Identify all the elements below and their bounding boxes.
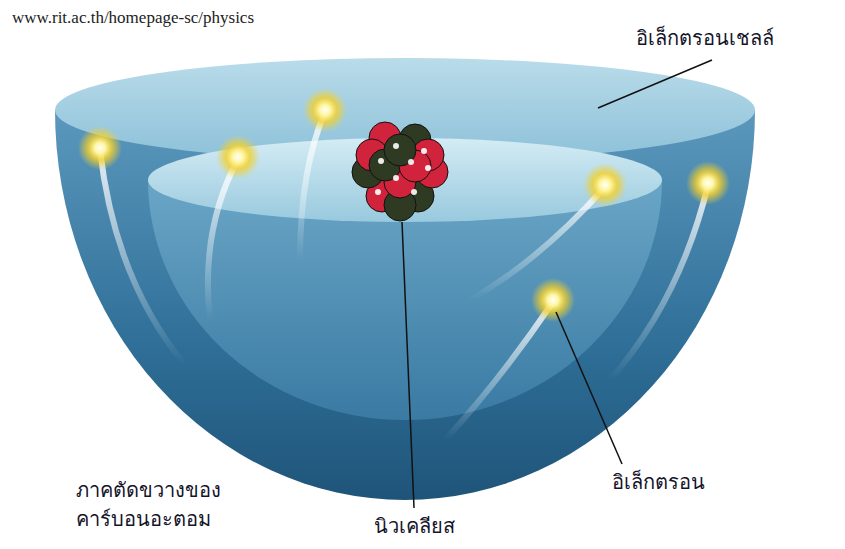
caption-label: ภาคตัดขวางของ คาร์บอนอะตอม [76, 476, 266, 534]
nucleus-highlight [421, 148, 427, 154]
leader-line [402, 222, 414, 508]
part-label: นิวเคลียส [374, 512, 455, 541]
nucleus-highlight [375, 189, 381, 195]
nucleus-highlight [393, 175, 399, 181]
nucleus [384, 134, 416, 166]
part-label: อิเล็กตรอน [612, 468, 705, 497]
nucleus-highlight [411, 189, 417, 195]
electron-tail [100, 150, 185, 365]
electron [583, 163, 627, 207]
electron [78, 126, 122, 170]
electron-tail [208, 159, 238, 320]
leader-line [598, 60, 712, 108]
nucleus-highlight [375, 143, 431, 195]
electron-tail [470, 187, 605, 300]
leader-line [402, 60, 712, 508]
electron-tail [300, 112, 325, 260]
electron [686, 161, 730, 205]
part-label: อิเล็กตรอนเชลล์ [636, 24, 774, 53]
nucleus-highlight [378, 158, 384, 164]
electron [303, 88, 347, 132]
electron-tail [610, 185, 708, 380]
watermark: www.rit.ac.th/homepage-sc/physics [12, 6, 254, 31]
electron [216, 135, 260, 179]
leader-line [556, 312, 622, 464]
nucleus-highlight [425, 165, 431, 171]
nucleus-highlight [408, 159, 414, 165]
electron [531, 278, 575, 322]
nucleus-highlight [393, 143, 399, 149]
electron-tail [445, 302, 553, 440]
nucleus [352, 122, 448, 221]
